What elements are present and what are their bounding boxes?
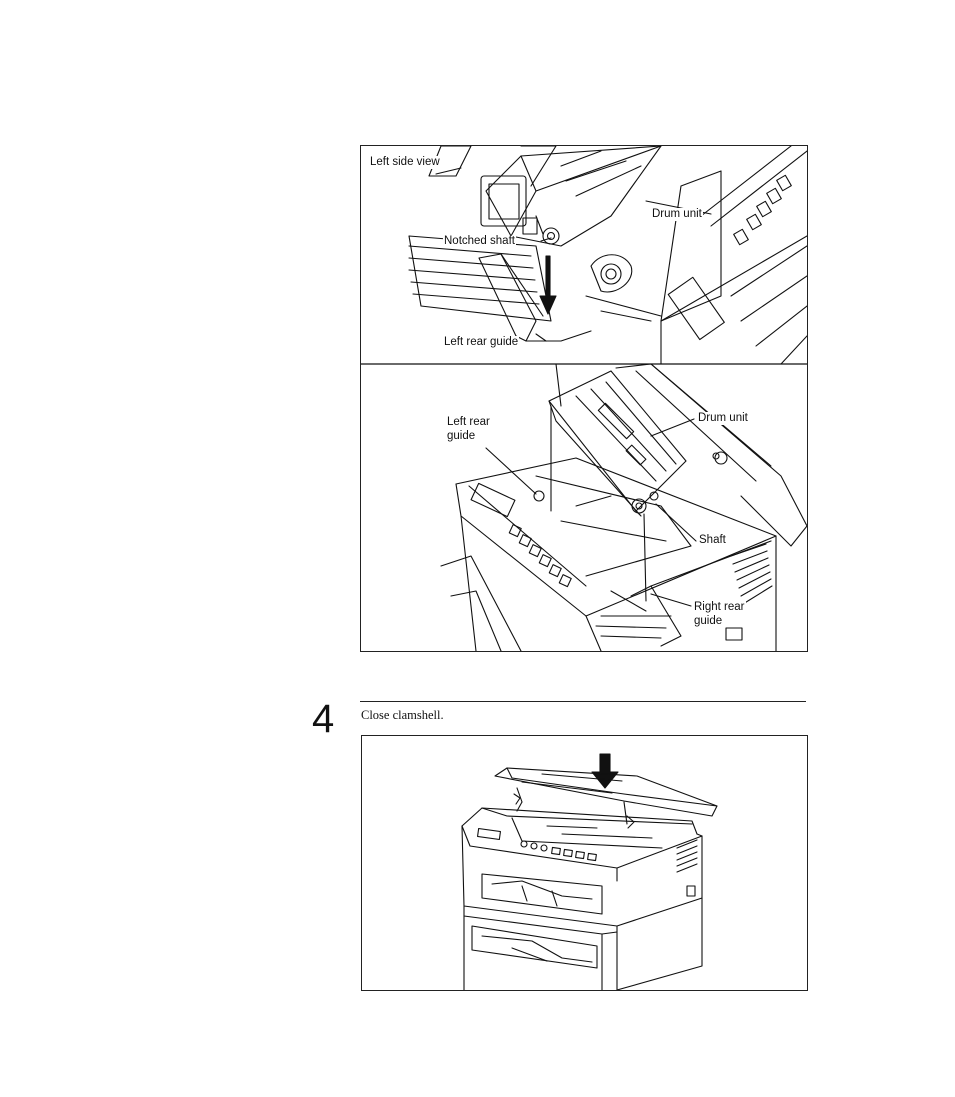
label-right-rear-guide-2: guide <box>693 615 723 628</box>
step-instruction: Close clamshell. <box>361 708 444 723</box>
close-clamshell-figure <box>361 735 808 991</box>
step-number: 4 <box>312 697 334 741</box>
close-clamshell-illustration <box>362 736 807 990</box>
drum-install-figure: Left side view Drum unit Notched shaft L… <box>360 145 808 652</box>
label-right-rear-guide-1: Right rear <box>693 601 746 614</box>
label-left-rear-guide-lower-1: Left rear <box>446 416 491 429</box>
label-drum-unit-lower: Drum unit <box>697 412 749 425</box>
label-notched-shaft: Notched shaft <box>443 235 516 248</box>
label-shaft: Shaft <box>698 534 727 547</box>
label-left-rear-guide-lower-2: guide <box>446 430 476 443</box>
label-left-rear-guide-upper: Left rear guide <box>443 336 519 349</box>
drum-install-illustration <box>361 146 807 651</box>
label-left-side-view: Left side view <box>369 156 441 169</box>
step-divider <box>360 701 806 702</box>
label-drum-unit-upper: Drum unit <box>651 208 703 221</box>
